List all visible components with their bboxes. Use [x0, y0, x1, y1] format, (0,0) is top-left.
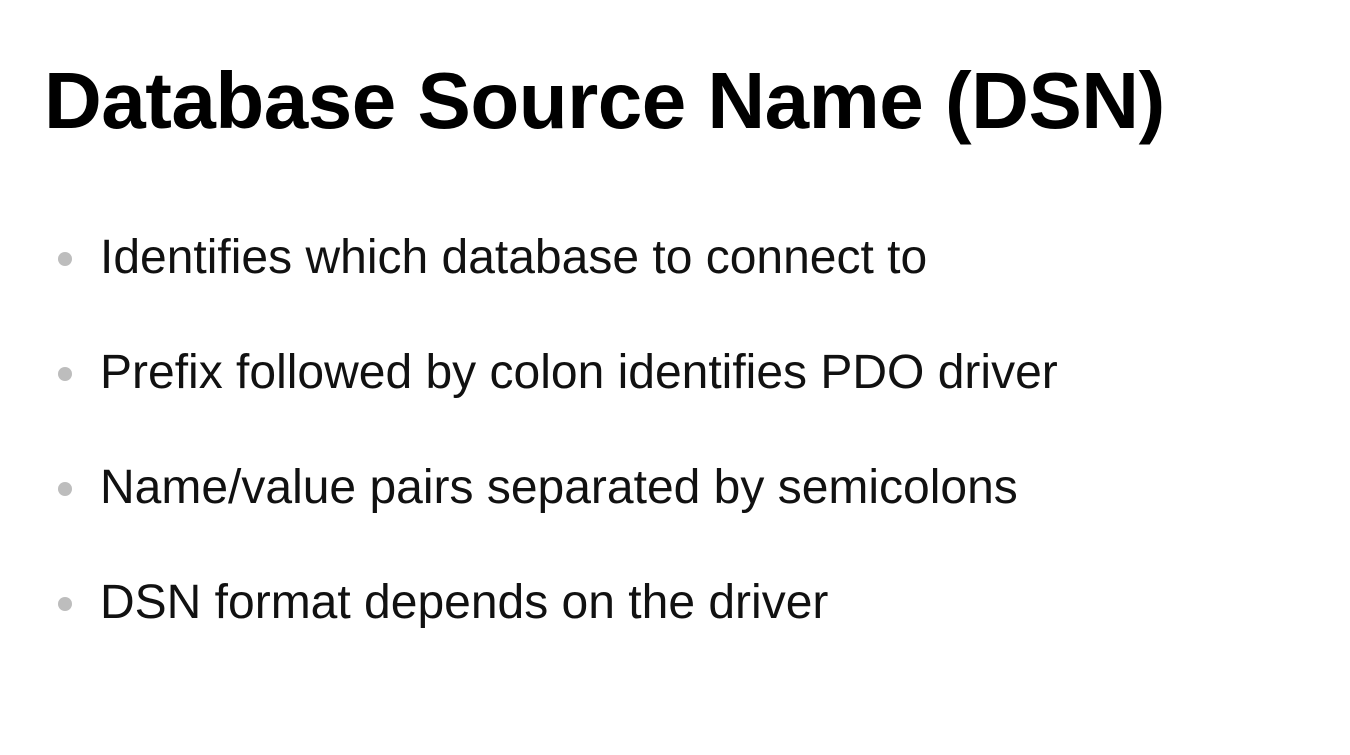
- bullet-dot-icon: [58, 482, 72, 496]
- bullet-text: DSN format depends on the driver: [100, 576, 829, 629]
- list-item: DSN format depends on the driver: [58, 567, 1058, 682]
- list-item: Name/value pairs separated by semicolons: [58, 452, 1058, 567]
- bullet-dot-icon: [58, 252, 72, 266]
- bullet-text: Prefix followed by colon identifies PDO …: [100, 346, 1058, 399]
- bullet-text: Name/value pairs separated by semicolons: [100, 461, 1018, 514]
- bullet-dot-icon: [58, 597, 72, 611]
- bullet-list: Identifies which database to connect to …: [58, 222, 1058, 682]
- slide-title: Database Source Name (DSN): [44, 56, 1165, 145]
- list-item: Prefix followed by colon identifies PDO …: [58, 337, 1058, 452]
- list-item: Identifies which database to connect to: [58, 222, 1058, 337]
- bullet-dot-icon: [58, 367, 72, 381]
- bullet-text: Identifies which database to connect to: [100, 231, 928, 284]
